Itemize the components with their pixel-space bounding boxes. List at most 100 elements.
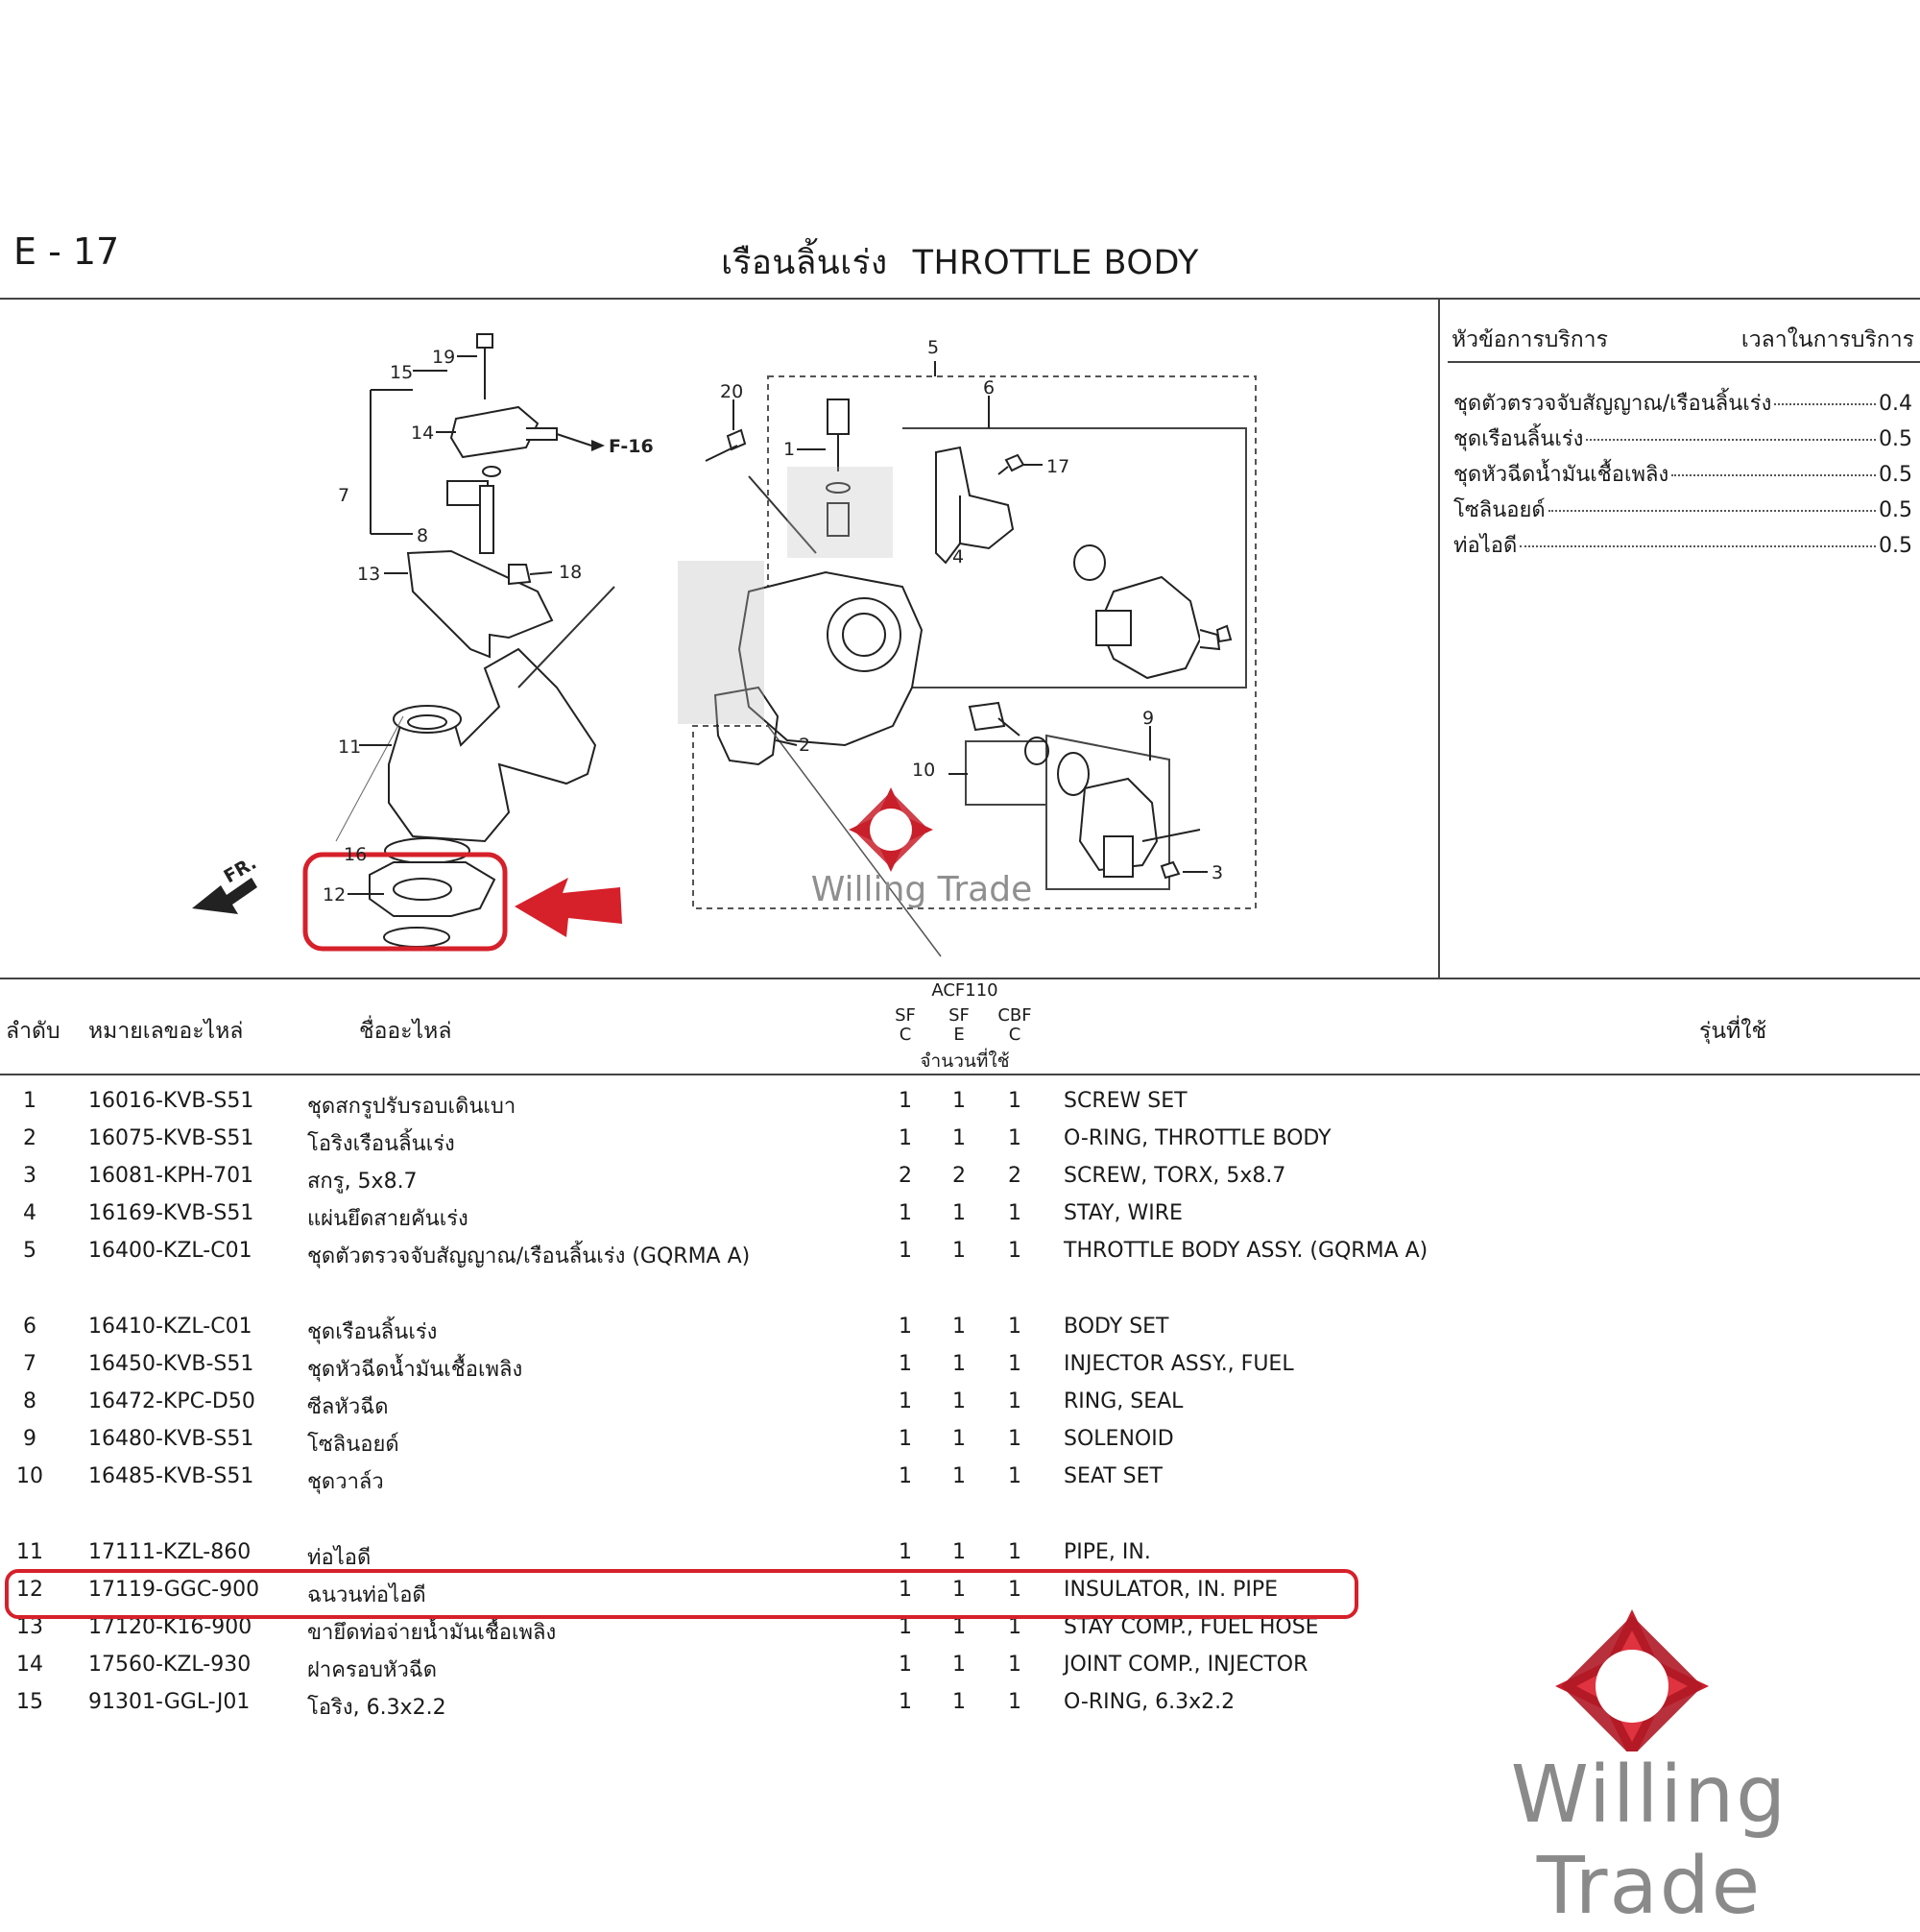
row-no: 3 [23,1164,36,1188]
row-name-th-text: ชุดสกรูปรับรอบเดินเบา [307,1095,516,1119]
service-header: หัวข้อการบริการ เวลาในการบริการ [1452,323,1914,357]
exploded-diagram-svg: 19 14 F-16 15 7 8 13 18 11 16 12 10 5 20… [192,333,1257,957]
callout-17: 17 [1046,456,1069,477]
callout-11: 11 [338,737,361,758]
row-name-en: O-RING, 6.3x2.2 [1064,1690,1236,1714]
row-name-en: JOINT COMP., INJECTOR [1064,1653,1308,1677]
row-qty-sfc: 1 [899,1352,912,1376]
row-part-no: 16075-KVB-S51 [88,1126,254,1150]
model-line2: C [899,1025,912,1045]
row-part-no: 17560-KZL-930 [88,1653,252,1677]
row-12-highlight-box [5,1569,1358,1619]
page-title-thai: เรือนลิ้นเร่ง [721,244,888,282]
row-name-en: INJECTOR ASSY., FUEL [1064,1352,1294,1376]
row-qty-cbfc: 1 [1008,1201,1021,1225]
row-part-no: 17111-KZL-860 [88,1540,252,1564]
row-part-no: 16480-KVB-S51 [88,1427,254,1451]
leader-dots [1671,474,1876,476]
model-line1: SF [895,1005,916,1026]
watermark-logo [1419,1607,1880,1838]
row-name-en: SOLENOID [1064,1427,1174,1451]
row-part-no: 16485-KVB-S51 [88,1464,254,1488]
diagram-watermark-text: Willing Trade [811,870,1032,909]
row-part-no: 16081-KPH-701 [88,1164,254,1188]
row-name-th-text: ท่อไอดี [307,1546,372,1570]
row-qty-sfc: 2 [899,1164,912,1188]
service-item-time: 0.5 [1879,534,1912,558]
leader-dots [1586,439,1876,441]
row-no: 8 [23,1389,36,1413]
model-group-label: ACF110 [931,980,998,1001]
table-top-rule [0,978,1920,979]
row-no: 9 [23,1427,36,1451]
row-qty-cbfc: 1 [1008,1315,1021,1339]
row-name-th-text: โอริง, 6.3x2.2 [307,1696,446,1720]
row-qty-sfc: 1 [899,1578,912,1602]
callout-f16: F-16 [609,436,654,457]
row-name-th-text: สกรู, 5x8.7 [307,1170,418,1194]
row-no: 11 [16,1540,43,1564]
row-name-th-text: ซีลหัวฉีด [307,1395,389,1419]
row-qty-sfc: 1 [899,1089,912,1113]
model-line1: CBF [997,1005,1032,1026]
leader-dots [1520,545,1876,547]
service-header-time: เวลาในการบริการ [1740,327,1914,352]
row-qty-sfe: 1 [952,1389,966,1413]
row-qty-cbfc: 1 [1008,1540,1021,1564]
row-no: 13 [16,1615,43,1639]
quantity-label: จำนวนที่ใช้ [920,1051,1010,1072]
service-item-name: ชุดตัวตรวจจับสัญญาณ/เรือนลิ้นเร่ง [1453,392,1772,416]
watermark-text: Willing Trade [1510,1750,1788,1932]
row-part-no: 16450-KVB-S51 [88,1352,254,1376]
callout-3: 3 [1212,862,1223,883]
row-name-en: PIPE, IN. [1064,1540,1151,1564]
row-qty-cbfc: 2 [1008,1164,1021,1188]
row-qty-cbfc: 1 [1008,1578,1021,1602]
callout-10: 10 [912,760,935,781]
row-name-th-text: ชุดตัวตรวจจับสัญญาณ/เรือนลิ้นเร่ง (GQRMA… [307,1244,751,1268]
model-line2: C [1008,1025,1021,1045]
leader-dots [1774,403,1876,405]
page-code: E - 17 [13,230,120,273]
row-qty-cbfc: 1 [1008,1239,1021,1263]
callout-20: 20 [720,381,743,402]
row-qty-sfe: 1 [952,1464,966,1488]
row-qty-sfe: 1 [952,1239,966,1263]
row-name-th-text: ขายึดท่อจ่ายน้ำมันเชื้อเพลิง [307,1621,557,1645]
callout-7: 7 [338,485,349,506]
row-qty-sfe: 1 [952,1201,966,1225]
row-qty-sfe: 1 [952,1578,966,1602]
callout-19: 19 [432,347,455,368]
row-name-en: SCREW, TORX, 5x8.7 [1064,1164,1286,1188]
row-qty-sfc: 1 [899,1315,912,1339]
row-qty-sfe: 1 [952,1427,966,1451]
callout-8: 8 [417,525,428,546]
row-no: 1 [23,1089,36,1113]
callout-14: 14 [411,423,434,444]
row-name-en: THROTTLE BODY ASSY. (GQRMA A) [1064,1239,1428,1263]
row-name-en: INSULATOR, IN. PIPE [1064,1578,1278,1602]
row-name-th-text: โซลินอยด์ [307,1433,399,1457]
row-qty-sfe: 1 [952,1540,966,1564]
callout-13: 13 [357,564,380,585]
row-qty-sfe: 1 [952,1089,966,1113]
row-qty-cbfc: 1 [1008,1089,1021,1113]
header-rule [0,298,1920,300]
callout-15: 15 [390,362,413,383]
row-name-th-text: ฝาครอบหัวฉีด [307,1658,438,1682]
callout-5: 5 [927,337,939,358]
